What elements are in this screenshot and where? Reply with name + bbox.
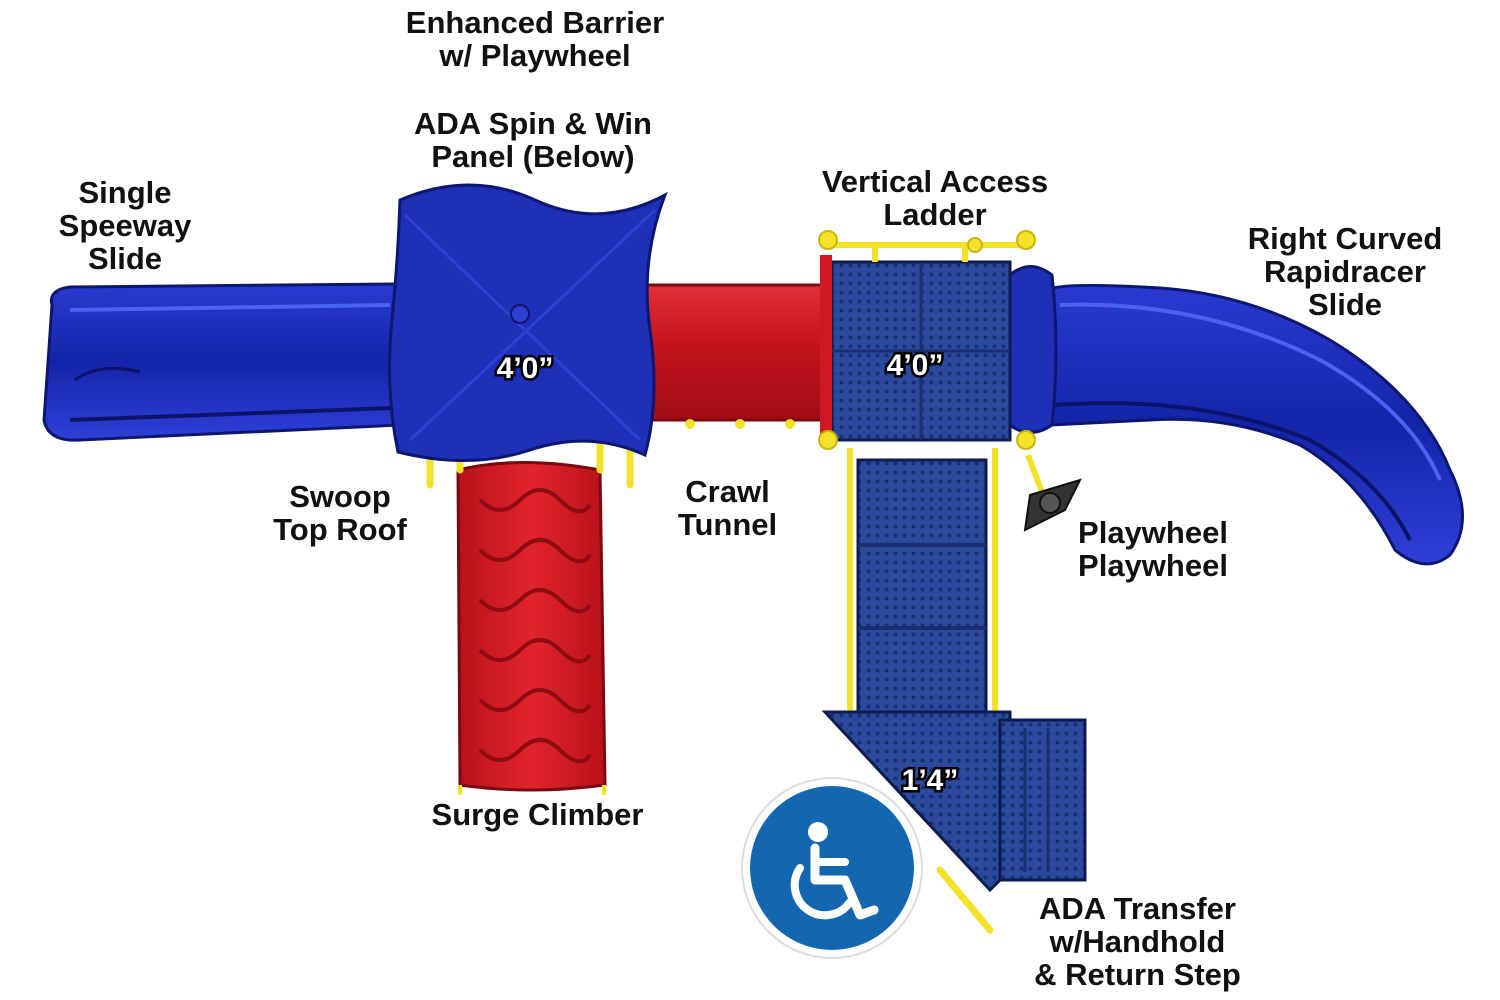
surge-climber: [456, 461, 607, 795]
playwheel: [1023, 453, 1082, 532]
crawl-tunnel: [638, 283, 844, 429]
single-speeway-slide: [42, 282, 402, 442]
vertical-access-ladder: [832, 242, 1025, 262]
label-enhanced-barrier: Enhanced Barrier w/ Playwheel: [405, 5, 665, 73]
label-swoop-top-roof: Swoop Top Roof: [273, 479, 407, 547]
label-single-speeway-slide: Single Speeway Slide: [58, 175, 192, 276]
deck-posts: [818, 230, 1036, 450]
label-vertical-access-ladder: Vertical Access Ladder: [821, 164, 1049, 232]
label-crawl-tunnel: Crawl Tunnel: [677, 474, 778, 542]
label-right-curved-slide: Right Curved Rapidracer Slide: [1247, 221, 1443, 322]
right-deck-height: 4’0”: [887, 349, 944, 382]
ada-transfer-platform: [821, 710, 1087, 934]
right-curved-rapidracer-slide: [1046, 283, 1464, 566]
transfer-steps: [847, 448, 998, 720]
roof-deck-height: 4’0”: [497, 352, 554, 385]
enhanced-barrier: [1003, 265, 1058, 434]
transfer-height: 1’4”: [902, 764, 959, 797]
wheelchair-icon: [741, 777, 923, 959]
right-deck: [820, 255, 1012, 442]
label-ada-transfer: ADA Transfer w/Handhold & Return Step: [1034, 891, 1241, 992]
label-playwheel: Playwheel Playwheel: [1078, 515, 1228, 583]
label-surge-climber: Surge Climber: [431, 797, 644, 832]
swoop-top-roof: [388, 183, 668, 462]
label-ada-spin-win: ADA Spin & Win Panel (Below): [414, 106, 652, 174]
